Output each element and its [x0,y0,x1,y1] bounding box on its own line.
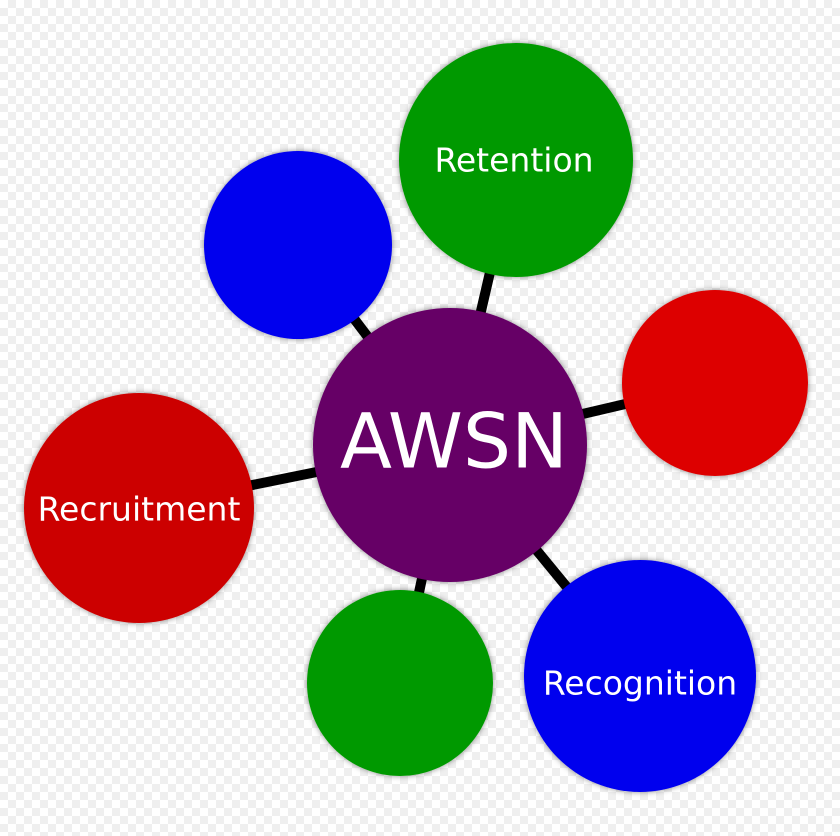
hub-node: AWSN [313,308,587,582]
node-retention: Retention [399,43,633,277]
node-red-right [622,290,808,476]
node-retention-label: Retention [434,141,593,180]
node-blue-top-left [204,151,392,339]
node-recruitment-circle [24,393,254,623]
node-recognition: Recognition [524,560,756,792]
node-recognition-label: Recognition [543,664,737,703]
node-recruitment-label: Recruitment [38,490,241,529]
hub-circle [313,308,587,582]
node-recruitment: Recruitment [24,393,254,623]
hub-label: AWSN [340,397,568,486]
node-blue-top-left-circle [204,151,392,339]
node-green-bottom [307,590,493,776]
node-red-right-circle [622,290,808,476]
node-recognition-circle [524,560,756,792]
node-green-bottom-circle [307,590,493,776]
node-retention-circle [399,43,633,277]
